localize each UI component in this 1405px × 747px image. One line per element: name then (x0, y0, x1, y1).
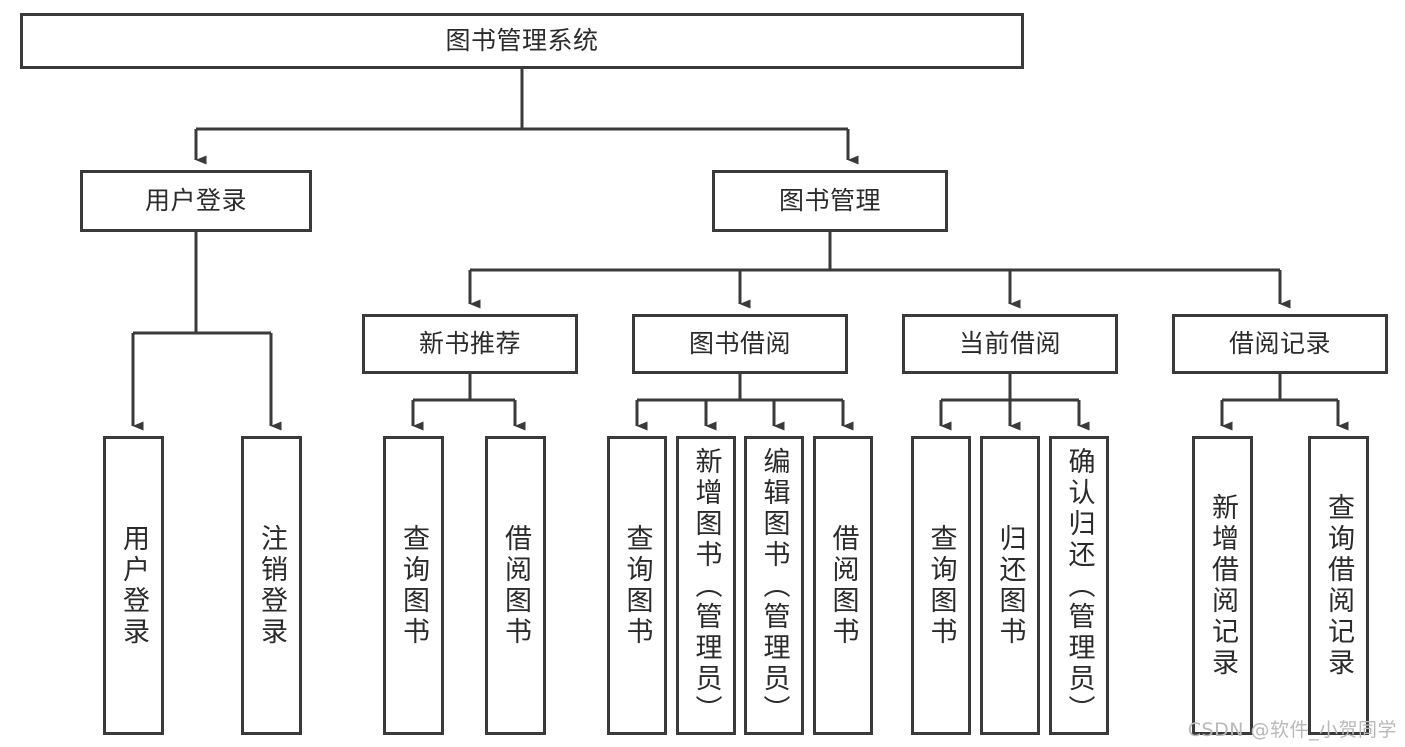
csdn-watermark: CSDN @软件_小贺同学 (1187, 719, 1397, 741)
leaf-query-book-recommend[interactable]: 查询图书 (383, 436, 444, 735)
node-label: 查询借阅记录 (1323, 492, 1354, 679)
leaf-edit-book-admin[interactable]: 编辑图书（管理员） (744, 436, 804, 735)
node-label: 借阅图书 (500, 523, 531, 648)
node-root-system[interactable]: 图书管理系统 (20, 13, 1024, 69)
node-label: 图书管理 (778, 186, 881, 216)
leaf-query-book-current[interactable]: 查询图书 (911, 436, 971, 735)
node-label: 查询图书 (398, 523, 429, 648)
node-label: 图书借阅 (688, 329, 791, 359)
leaf-return-book[interactable]: 归还图书 (980, 436, 1040, 735)
node-label: 当前借阅 (958, 329, 1061, 359)
node-label: 确认归还（管理员） (1063, 447, 1095, 726)
node-current-borrow[interactable]: 当前借阅 (902, 314, 1118, 374)
node-label: 借阅图书 (827, 523, 859, 648)
leaf-add-book-admin[interactable]: 新增图书（管理员） (676, 436, 736, 735)
node-book-management[interactable]: 图书管理 (712, 170, 948, 232)
leaf-query-book-borrow[interactable]: 查询图书 (607, 436, 667, 735)
node-label: 新书推荐 (418, 329, 521, 359)
node-label: 用户登录 (118, 523, 149, 648)
node-label: 新增借阅记录 (1207, 492, 1238, 679)
node-label: 用户登录 (144, 186, 247, 216)
leaf-add-borrow-record[interactable]: 新增借阅记录 (1192, 436, 1253, 735)
node-label: 查询图书 (925, 523, 957, 648)
node-book-borrow[interactable]: 图书借阅 (632, 314, 848, 374)
node-label: 编辑图书（管理员） (758, 447, 790, 726)
node-label: 查询图书 (621, 523, 653, 648)
leaf-borrow-book-recommend[interactable]: 借阅图书 (485, 436, 546, 735)
node-label: 图书管理系统 (445, 26, 599, 56)
node-label: 归还图书 (994, 523, 1026, 648)
node-borrow-record[interactable]: 借阅记录 (1172, 314, 1388, 374)
node-user-login[interactable]: 用户登录 (80, 170, 312, 232)
leaf-query-borrow-record[interactable]: 查询借阅记录 (1308, 436, 1369, 735)
node-label: 注销登录 (256, 523, 287, 648)
node-label: 借阅记录 (1228, 329, 1331, 359)
leaf-borrow-book[interactable]: 借阅图书 (813, 436, 873, 735)
leaf-confirm-return-admin[interactable]: 确认归还（管理员） (1049, 436, 1109, 735)
node-label: 新增图书（管理员） (690, 447, 722, 726)
leaf-logout-login[interactable]: 注销登录 (241, 436, 302, 735)
node-new-book-recommend[interactable]: 新书推荐 (362, 314, 578, 374)
leaf-user-login[interactable]: 用户登录 (103, 436, 164, 735)
